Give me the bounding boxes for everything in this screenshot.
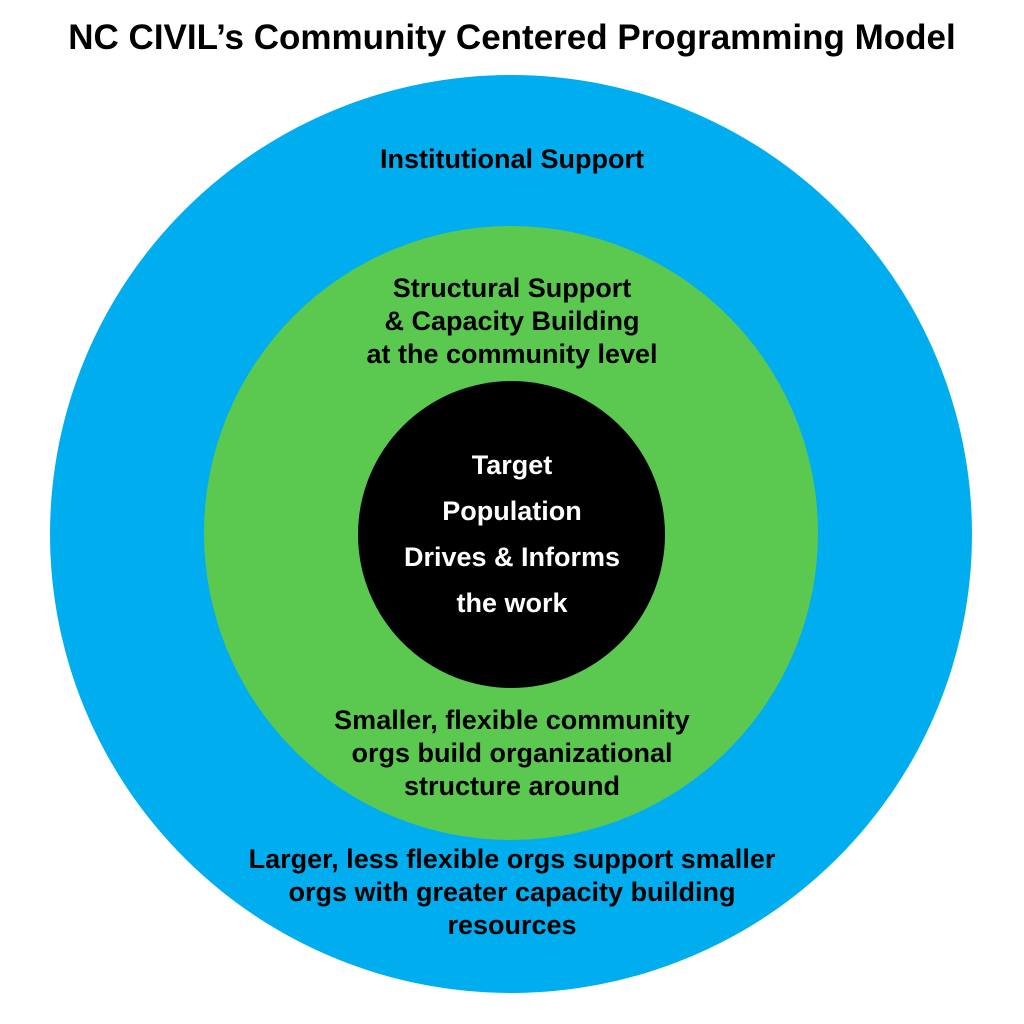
center-label: Target Population Drives & Informs the w… xyxy=(372,442,652,626)
outer-ring-top-label: Institutional Support xyxy=(262,143,762,176)
diagram-title: NC CIVIL’s Community Centered Programmin… xyxy=(68,18,956,57)
center-line-1: Target xyxy=(471,450,553,480)
outer-ring-bottom-line-1: Larger, less flexible orgs support small… xyxy=(248,844,776,874)
center-line-3: Drives & Informs xyxy=(403,542,621,572)
middle-ring-bottom-label: Smaller, flexible community orgs build o… xyxy=(262,704,762,803)
middle-ring-top-line-3: at the community level xyxy=(366,339,658,369)
middle-ring-top-line-2: & Capacity Building xyxy=(384,306,640,336)
outer-ring-bottom-line-3: resources xyxy=(447,910,577,940)
middle-ring-top-line-1: Structural Support xyxy=(392,273,632,303)
middle-ring-bottom-line-3: structure around xyxy=(403,771,621,801)
center-target-population xyxy=(358,381,665,688)
outer-ring-bottom-line-2: orgs with greater capacity building xyxy=(288,877,736,907)
outer-ring-top-label-text: Institutional Support xyxy=(380,144,644,174)
middle-ring-bottom-line-2: orgs build organizational xyxy=(351,738,673,768)
middle-ring-top-label: Structural Support & Capacity Building a… xyxy=(312,272,712,371)
outer-ring-bottom-label: Larger, less flexible orgs support small… xyxy=(162,843,862,942)
center-line-4: the work xyxy=(456,588,568,618)
middle-ring-bottom-line-1: Smaller, flexible community xyxy=(334,705,690,735)
center-line-2: Population xyxy=(442,496,582,526)
